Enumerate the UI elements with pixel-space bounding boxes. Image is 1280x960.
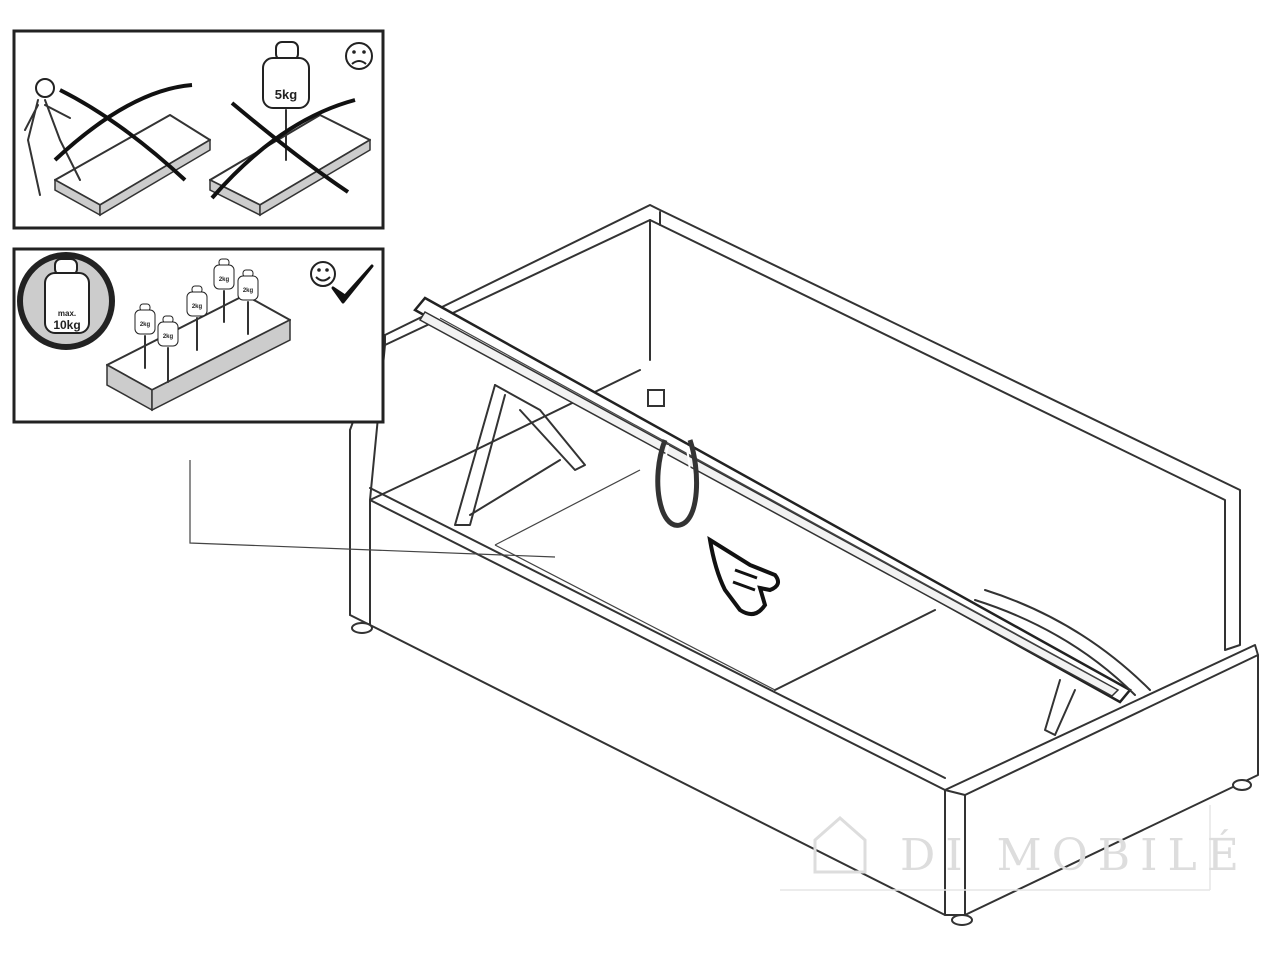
weight-label: 2kg (219, 277, 230, 283)
lifted-slatted-base (413, 296, 1151, 736)
forbidden-usage-panel: 5kg (12, 29, 385, 230)
bed-foot (951, 914, 973, 926)
leader-line (189, 460, 556, 558)
weight-icon: 5kg (262, 41, 310, 109)
bed-frame (349, 204, 1259, 926)
max-value: 10kg (53, 318, 80, 332)
checkmark-icon (331, 264, 374, 304)
weight-label: 2kg (243, 288, 254, 294)
weight-2kg: 2kg (213, 258, 235, 323)
watermark-text: DI MOBILÉ (900, 828, 1249, 881)
weight-2kg: 2kg (157, 315, 179, 383)
sad-face-icon (345, 42, 373, 70)
bed-foot (351, 622, 373, 634)
person-icon (24, 78, 81, 196)
watermark: DI MOBILÉ (780, 805, 1249, 891)
bed-foot (1232, 779, 1252, 791)
weight-label: 2kg (163, 334, 174, 340)
weight-2kg: 2kg (134, 303, 156, 369)
weight-2kg: 2kg (237, 269, 259, 335)
weight-label: 2kg (192, 304, 203, 310)
weight-label: 2kg (140, 322, 151, 328)
allowed-usage-panel: max. 10kg 2kg 2kg 2kg 2kg (12, 247, 385, 424)
max-label: max. (58, 309, 76, 318)
weight-label: 5kg (275, 87, 297, 102)
hand-pointing-icon (707, 535, 781, 616)
weight-2kg: 2kg (186, 285, 208, 351)
max-weight-badge: max. 10kg (17, 252, 115, 350)
smiley-face-icon (310, 261, 336, 287)
